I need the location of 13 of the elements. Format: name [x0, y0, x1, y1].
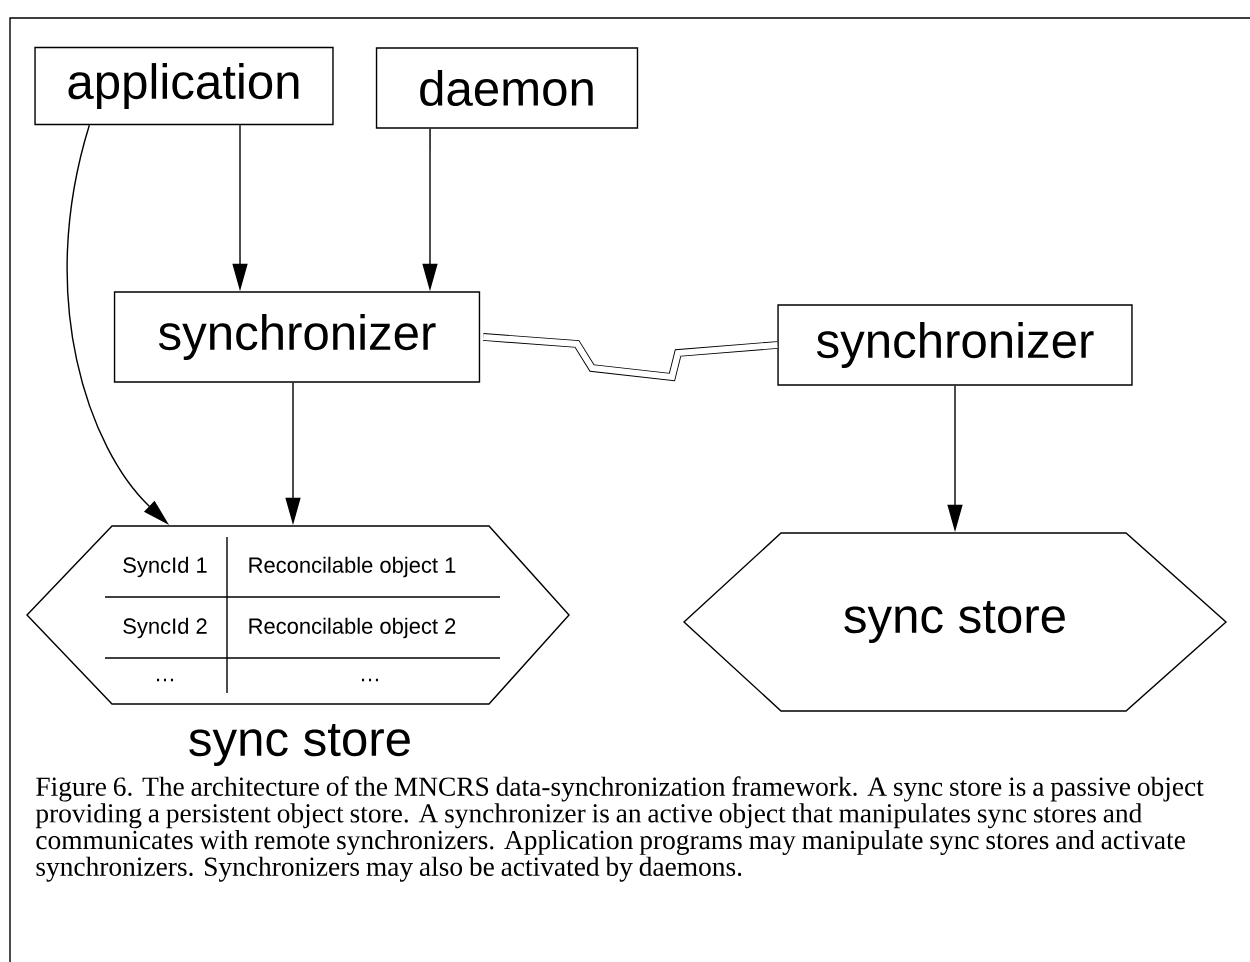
table-cell: … [362, 678, 378, 682]
process-box: application [34, 46, 334, 126]
process-box: daemon [375, 47, 639, 129]
lightning-link [482, 333, 778, 382]
process-box: synchronizer [113, 291, 481, 383]
process-box: synchronizer [777, 304, 1133, 386]
caption: Figure 6. The architecture of the MNCRS data-synchronization framework. A sync store is a passive object providing a persistent object store. A synchronizer is an active object that manipulates sync stores and communicates with remote synchronizers. Application programs may manipulate sync stores and activate synchronizers. Synchronizers may also be activated by daemons. [35, 776, 1204, 882]
table-cell: SyncId 1 [123, 556, 207, 578]
table-cell: SyncId 2 [123, 617, 207, 639]
table-cell: Reconcilable object 1 [249, 556, 456, 578]
store-label: sync store [189, 724, 410, 766]
table-cell: … [157, 678, 173, 682]
table-cell: Reconcilable object 2 [249, 617, 456, 639]
